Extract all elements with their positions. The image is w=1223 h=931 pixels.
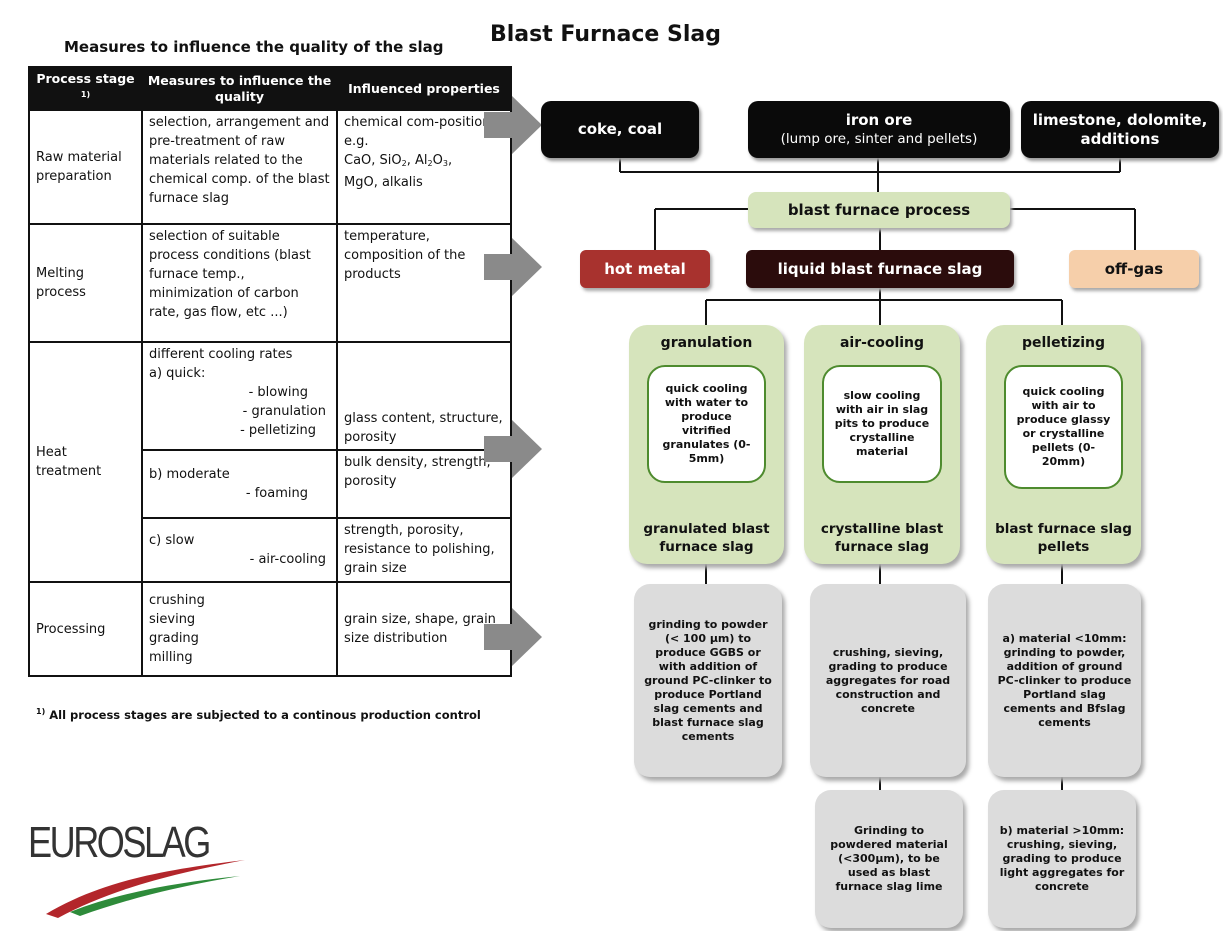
properties-heat-slow: strength, porosity, resistance to polish… [336, 517, 512, 584]
use2-aircooling: Grinding to powdered material (<300µm), … [815, 790, 963, 928]
diagram-title: Blast Furnace Slag [490, 22, 721, 47]
node-blast-furnace-process: blast furnace process [748, 192, 1010, 228]
table-row-heat-slow: c) slow - air-cooling strength, porosity… [29, 517, 512, 584]
logo-swoosh-icon [46, 860, 245, 918]
stage-heat: Heat treatment [28, 341, 143, 584]
table-row-heat-moderate: b) moderate - foaming bulk density, stre… [29, 449, 512, 520]
arrow-right-icon [484, 420, 542, 478]
measures-heat-moderate: b) moderate - foaming [141, 449, 338, 520]
measures-heat-slow: c) slow - air-cooling [141, 517, 338, 584]
input-limestone: limestone, dolomite, additions [1021, 101, 1219, 158]
aircooling-title: air-cooling [839, 335, 925, 351]
granulation-title: granulation [660, 335, 753, 351]
table-row-heat-quick: Heat treatment different cooling rates a… [28, 341, 512, 584]
measures-melting: selection of suitable process conditions… [141, 223, 338, 344]
use2-pelletizing: b) material >10mm: crushing, sieving, gr… [988, 790, 1136, 928]
header-process-stage: Process stage 1) [28, 65, 143, 112]
properties-heat-quick: glass content, structure, porosity [336, 341, 512, 452]
properties-heat-moderate: bulk density, strength, porosity [336, 449, 512, 520]
card-pelletizing: pelletizing quick cooling with air to pr… [986, 325, 1141, 564]
stage-processing: Processing [28, 581, 143, 678]
arrow-right-icon [484, 238, 542, 296]
header-properties: Influenced properties [336, 65, 512, 112]
properties-raw: chemical com-position e.g. CaO, SiO2, Al… [336, 109, 512, 226]
header-measures: Measures to influence the quality [141, 65, 338, 112]
node-off-gas: off-gas [1069, 250, 1199, 288]
node-liquid-slag: liquid blast furnace slag [746, 250, 1014, 288]
measures-heat-quick: different cooling rates a) quick: - blow… [141, 341, 338, 452]
measures-table: Process stage 1) Measures to influence t… [28, 65, 512, 678]
arrow-right-icon [484, 96, 542, 154]
properties-melting: temperature, composition of the products [336, 223, 512, 344]
table-row-raw: Raw material preparation selection, arra… [28, 109, 512, 226]
table-title: Measures to influence the quality of the… [64, 38, 444, 56]
aircooling-desc: slow cooling with air in slag pits to pr… [822, 365, 942, 483]
stage-raw: Raw material preparation [28, 109, 143, 226]
input-coke-coal: coke, coal [541, 101, 699, 158]
granulation-product: granulated blast furnace slag [643, 521, 770, 555]
card-air-cooling: air-cooling slow cooling with air in sla… [804, 325, 960, 564]
table-row-processing: Processing crushing sieving grading mill… [28, 581, 512, 678]
card-granulation: granulation quick cooling with water to … [629, 325, 784, 564]
input-iron-ore: iron ore (lump ore, sinter and pellets) [748, 101, 1010, 158]
use-pelletizing: a) material <10mm: grinding to powder, a… [988, 584, 1141, 777]
properties-processing: grain size, shape, grain size distributi… [336, 581, 512, 678]
footnote: 1) All process stages are subjected to a… [36, 707, 481, 722]
granulation-desc: quick cooling with water to produce vitr… [647, 365, 766, 483]
arrow-right-icon [484, 608, 542, 666]
pelletizing-desc: quick cooling with air to produce glassy… [1004, 365, 1123, 489]
use-granulation: grinding to powder (< 100 µm) to produce… [634, 584, 782, 777]
measures-processing: crushing sieving grading milling [141, 581, 338, 678]
euroslag-logo: EUROSLAG [28, 818, 211, 867]
measures-raw: selection, arrangement and pre-treatment… [141, 109, 338, 226]
use-aircooling: crushing, sieving, grading to produce ag… [810, 584, 966, 777]
pelletizing-title: pelletizing [1021, 335, 1106, 351]
aircooling-product: crystalline blast furnace slag [820, 521, 944, 555]
pelletizing-product: blast furnace slag pellets [995, 521, 1132, 555]
node-hot-metal: hot metal [580, 250, 710, 288]
table-row-melting: Melting process selection of suitable pr… [28, 223, 512, 344]
stage-melting: Melting process [28, 223, 143, 344]
table-header-row: Process stage 1) Measures to influence t… [28, 65, 512, 112]
